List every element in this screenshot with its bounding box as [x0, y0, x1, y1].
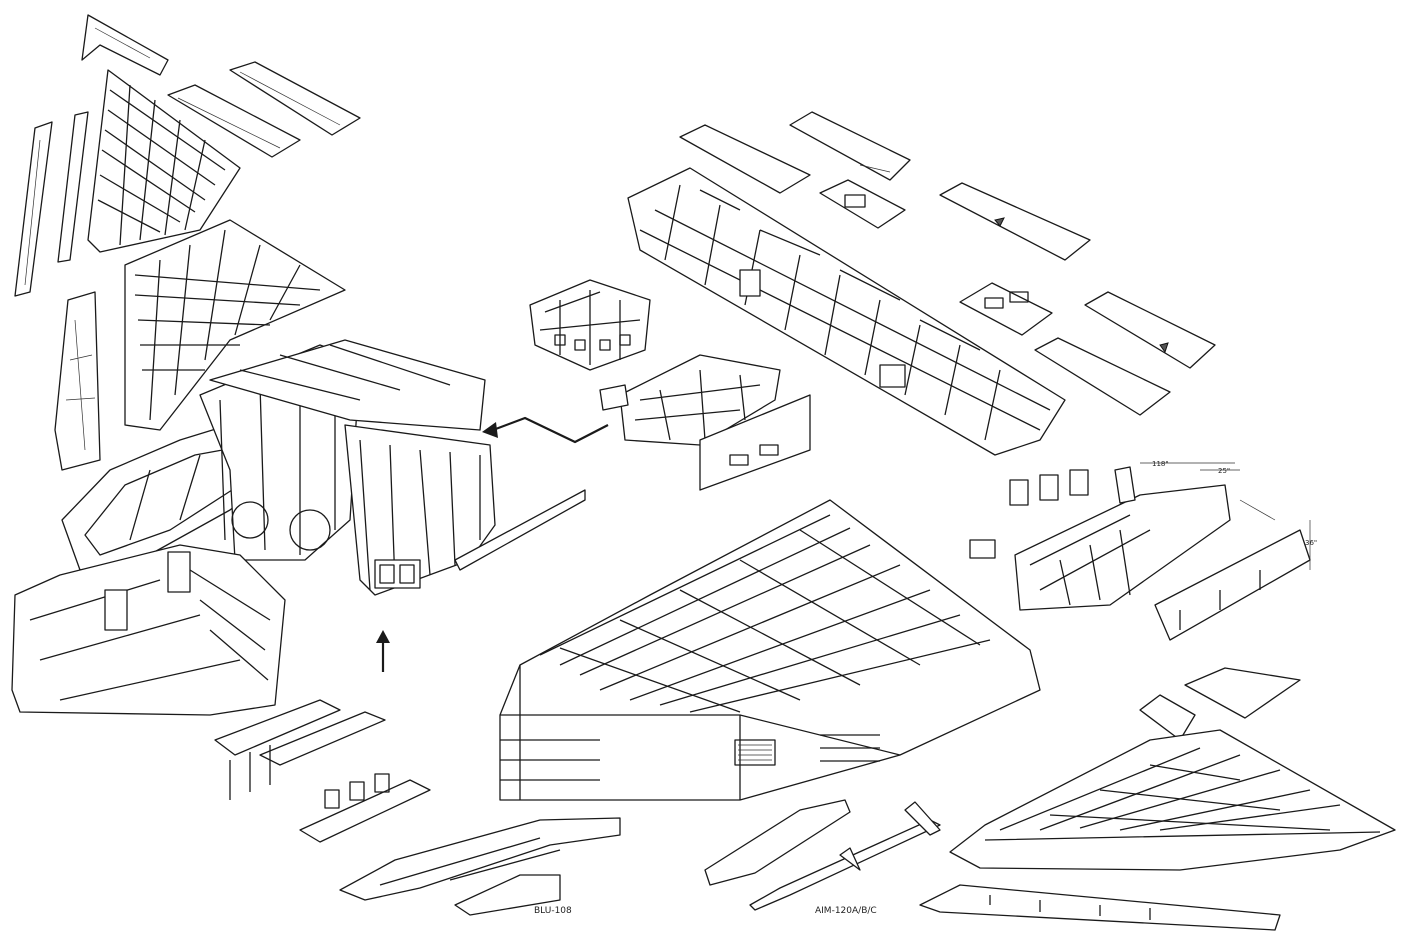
- dimension-118: 118": [1152, 460, 1169, 468]
- forward-fuselage-upper: [209, 339, 486, 431]
- cockpit-tub: [11, 544, 286, 716]
- center-wing-box: [499, 499, 1041, 801]
- aim-120-missile: [749, 801, 941, 911]
- dimension-36: 36": [1305, 539, 1317, 547]
- blu-108-label: BLU-108: [534, 906, 572, 916]
- frame-connector-strip: [454, 489, 586, 571]
- right-wing-flap-strip: [919, 884, 1281, 931]
- pylon-fitting: [1139, 694, 1196, 741]
- slat-strip-2: [57, 111, 89, 263]
- bay-door-frame: [1014, 466, 1231, 611]
- left-arrow: [482, 416, 609, 444]
- access-panel-4: [939, 182, 1091, 261]
- blu-108-weapon: [339, 817, 621, 916]
- right-wing-structure: [949, 729, 1396, 871]
- dimension-25: 25": [1218, 467, 1230, 475]
- flap-panel-upper: [229, 61, 361, 136]
- access-panel-6: [1084, 291, 1216, 369]
- wing-leading-edge-flap: [54, 291, 101, 471]
- frame-assembly-exploded: [599, 354, 811, 491]
- up-arrow: [376, 630, 390, 672]
- dimension-lines: [1140, 462, 1311, 570]
- wing-tip-panel: [81, 14, 169, 76]
- slat-strip-1: [14, 121, 53, 297]
- center-fuselage-frame: [344, 424, 496, 596]
- access-panel-7: [1034, 337, 1171, 416]
- aim-120-label: AIM-120A/B/C: [815, 906, 877, 916]
- access-panel-2: [789, 111, 911, 181]
- wing-center-structure: [124, 219, 346, 431]
- equipment-bay-module: [529, 279, 651, 371]
- access-panel-3: [819, 179, 906, 229]
- access-panel-1: [679, 124, 811, 194]
- bay-side-panels: [969, 469, 1089, 559]
- access-panel-5: [959, 282, 1053, 336]
- outer-wing-structure: [87, 69, 241, 253]
- panel-strip: [214, 699, 431, 843]
- launcher-rail: [704, 799, 851, 886]
- upper-fuselage-spine: [627, 167, 1066, 456]
- small-plate: [1184, 667, 1301, 719]
- flap-panel-lower: [167, 84, 301, 158]
